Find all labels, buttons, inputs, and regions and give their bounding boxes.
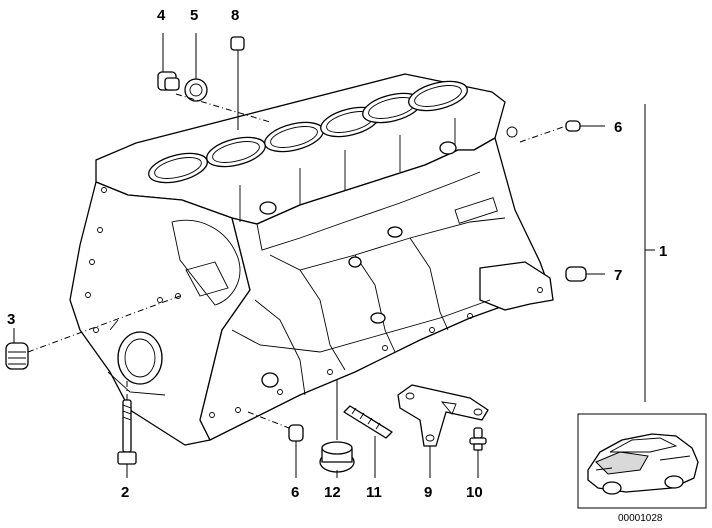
- part-3-plug-icon: [5, 295, 181, 370]
- callout-labels: 4 5 8 6 1 7 3 2 6 12 11 9 10: [7, 7, 667, 501]
- callout-4: 4: [157, 7, 166, 24]
- part-7-sleeve-icon: [565, 266, 605, 282]
- callout-6-upper: 6: [614, 119, 622, 136]
- callout-11: 11: [366, 484, 382, 501]
- callout-1: 1: [659, 243, 667, 260]
- part-6-dowel-lower-icon: [247, 411, 304, 478]
- cylinder-bores: [148, 80, 468, 184]
- engine-block-icon: [69, 73, 554, 446]
- callout-6-lower: 6: [291, 484, 299, 501]
- part-8-plug-icon: [230, 36, 245, 130]
- part-12-seal-icon: [319, 380, 355, 478]
- part-5-seal-ring-icon: [184, 33, 208, 102]
- callout-10: 10: [466, 484, 483, 501]
- part-6-dowel-upper-icon: [519, 120, 605, 143]
- callout-7: 7: [614, 267, 622, 284]
- callout-8: 8: [231, 7, 239, 24]
- part-4-screw-plug-icon: [157, 33, 180, 91]
- callout-12: 12: [324, 484, 341, 501]
- part-11-stud-icon: [343, 405, 393, 478]
- callout-3: 3: [7, 311, 15, 328]
- callout-2: 2: [121, 484, 129, 501]
- bolt-holes: [85, 126, 543, 418]
- document-number: 00001028: [618, 513, 663, 524]
- callout-9: 9: [424, 484, 432, 501]
- callout-5: 5: [190, 7, 198, 24]
- vehicle-thumbnail-icon: [577, 413, 707, 509]
- part-9-bracket-icon: [397, 384, 489, 478]
- part-10-bolt-icon: [469, 427, 487, 478]
- assembly-bracket: [644, 104, 655, 402]
- part-2-bolt-icon: [117, 378, 137, 478]
